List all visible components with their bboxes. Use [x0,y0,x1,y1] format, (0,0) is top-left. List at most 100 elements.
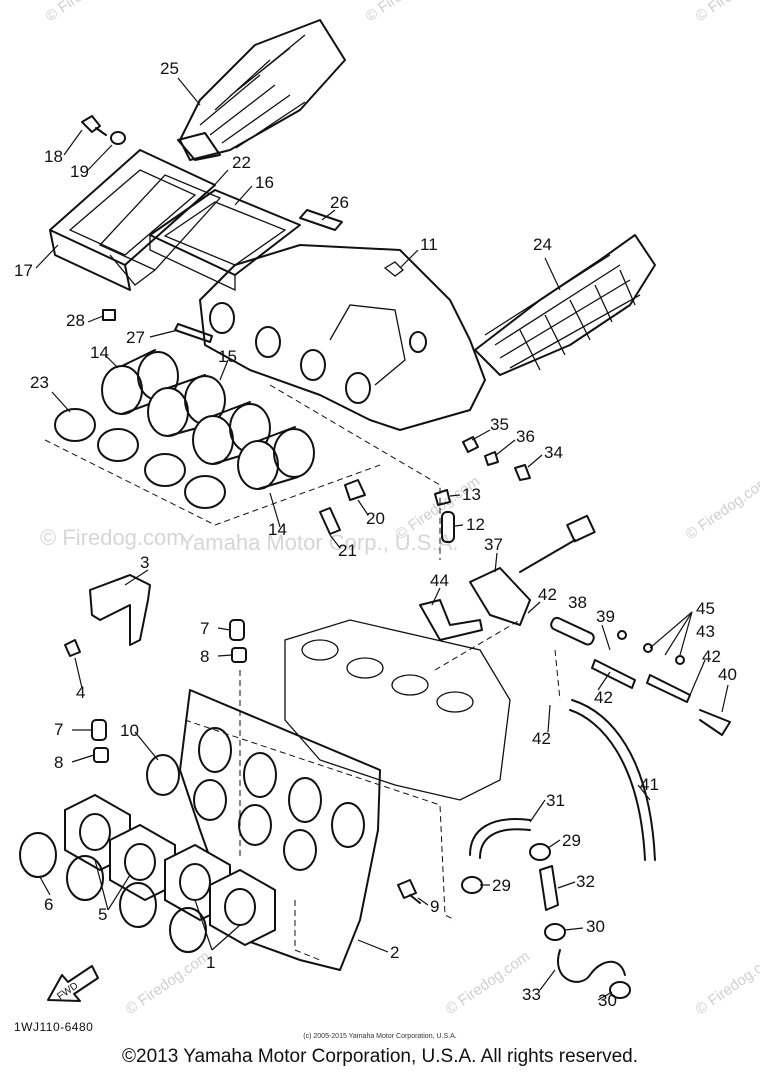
part-13-nut [434,489,451,506]
part-22-gasket [98,174,222,286]
part-2-plate [179,689,381,971]
part-12-hose [441,511,455,543]
callout-29b: 29 [492,876,511,895]
callout-2: 2 [390,943,399,962]
callout-45: 45 [696,599,715,618]
part-26-bracket [299,209,343,231]
callout-33: 33 [522,985,541,1004]
part-21-pin [319,507,341,535]
callout-44: 44 [430,571,449,590]
callout-3: 3 [140,553,149,572]
callout-15: 15 [218,347,237,366]
part-40-hose [699,709,731,736]
callout-30b: 30 [598,991,617,1010]
center-watermark: Yamaha Motor Corp., U.S.A. [180,530,458,555]
drawing-code: 1WJ110-6480 [14,1020,94,1034]
callout-28: 28 [66,311,85,330]
callout-30: 30 [586,917,605,936]
callout-36: 36 [516,427,535,446]
callout-1: 1 [206,953,215,972]
watermark: © Firedog.com [123,948,214,1018]
part-23-clamps [54,408,226,509]
part-6-o-rings [19,832,207,953]
callout-14: 14 [90,343,109,362]
callout-12: 12 [466,515,485,534]
part-10-clamps [146,754,317,871]
callout-34: 34 [544,443,563,462]
callout-5: 5 [98,905,107,924]
callout-41: 41 [640,775,659,794]
part-11-air-cleaner-case [199,244,486,431]
part-31-hose [469,818,531,859]
callout-22: 22 [232,153,251,172]
footer-copyright: ©2013 Yamaha Motor Corporation, U.S.A. A… [122,1046,638,1067]
callout-31: 31 [546,791,565,810]
forward-arrow: FWD [47,965,99,1002]
callout-42c: 42 [594,688,613,707]
callout-32: 32 [576,872,595,891]
part-32-fitting [539,865,559,911]
callout-16: 16 [255,173,274,192]
callout-39: 39 [596,607,615,626]
callout-40: 40 [718,665,737,684]
part-25-intake-duct [177,19,346,161]
callout-18: 18 [44,147,63,166]
callout-7: 7 [200,619,209,638]
callout-27: 27 [126,328,145,347]
callout-7b: 7 [54,720,63,739]
part-35-nut [462,436,479,453]
part-41-hose [569,699,656,861]
part-39-45-fittings [591,630,691,703]
part-24-intake-duct [474,234,656,376]
watermark-left: © Firedog.com [40,525,185,550]
callout-35: 35 [490,415,509,434]
watermark: © Firedog.com [683,473,760,543]
part-7-cap-lower [91,719,107,741]
part-30-clamps [544,923,631,999]
callout-8: 8 [200,647,209,666]
callout-37: 37 [484,535,503,554]
callout-26: 26 [330,193,349,212]
callout-9: 9 [430,897,439,916]
watermark: © Firedog.com [693,0,760,25]
callout-21: 21 [338,541,357,560]
watermark: © Firedog.com [43,0,134,25]
callout-38: 38 [568,593,587,612]
callout-13: 13 [462,485,481,504]
part-20-cap [344,479,366,501]
part-34-screw [514,464,531,481]
part-8-nut [231,647,247,663]
callout-17: 17 [14,261,33,280]
engine-head-outline [284,619,511,801]
callout-11: 11 [420,235,438,254]
part-14-15-intake-joints [101,349,315,490]
callout-8b: 8 [54,753,63,772]
callout-23: 23 [30,373,49,392]
part-19-washer [110,131,126,145]
callout-20: 20 [366,509,385,528]
callout-6: 6 [44,895,53,914]
callout-19: 19 [70,162,89,181]
callout-42d: 42 [532,729,551,748]
part-9-bolt [397,879,421,904]
part-33-hose [557,949,626,983]
callout-29: 29 [562,831,581,850]
fwd-label: FWD [55,980,80,1002]
part-7-cap [229,619,245,641]
watermark: © Firedog.com [363,0,454,25]
part-3-bracket [89,574,151,646]
callout-10: 10 [120,721,139,740]
assembly-guide-lines [44,384,561,961]
watermark: © Firedog.com [693,948,760,1018]
part-16-filter-element [149,189,301,292]
part-4-bolt [64,639,81,657]
small-copyright: (c) 2005-2015 Yamaha Motor Corporation, … [303,1033,457,1040]
part-36-nut [484,451,499,466]
part-44-bracket [419,599,483,641]
callout-4: 4 [76,683,85,702]
callout-24: 24 [533,235,552,254]
part-8-nut-lower [93,747,109,763]
part-18-bolt [81,115,107,136]
callout-43: 43 [696,622,715,641]
